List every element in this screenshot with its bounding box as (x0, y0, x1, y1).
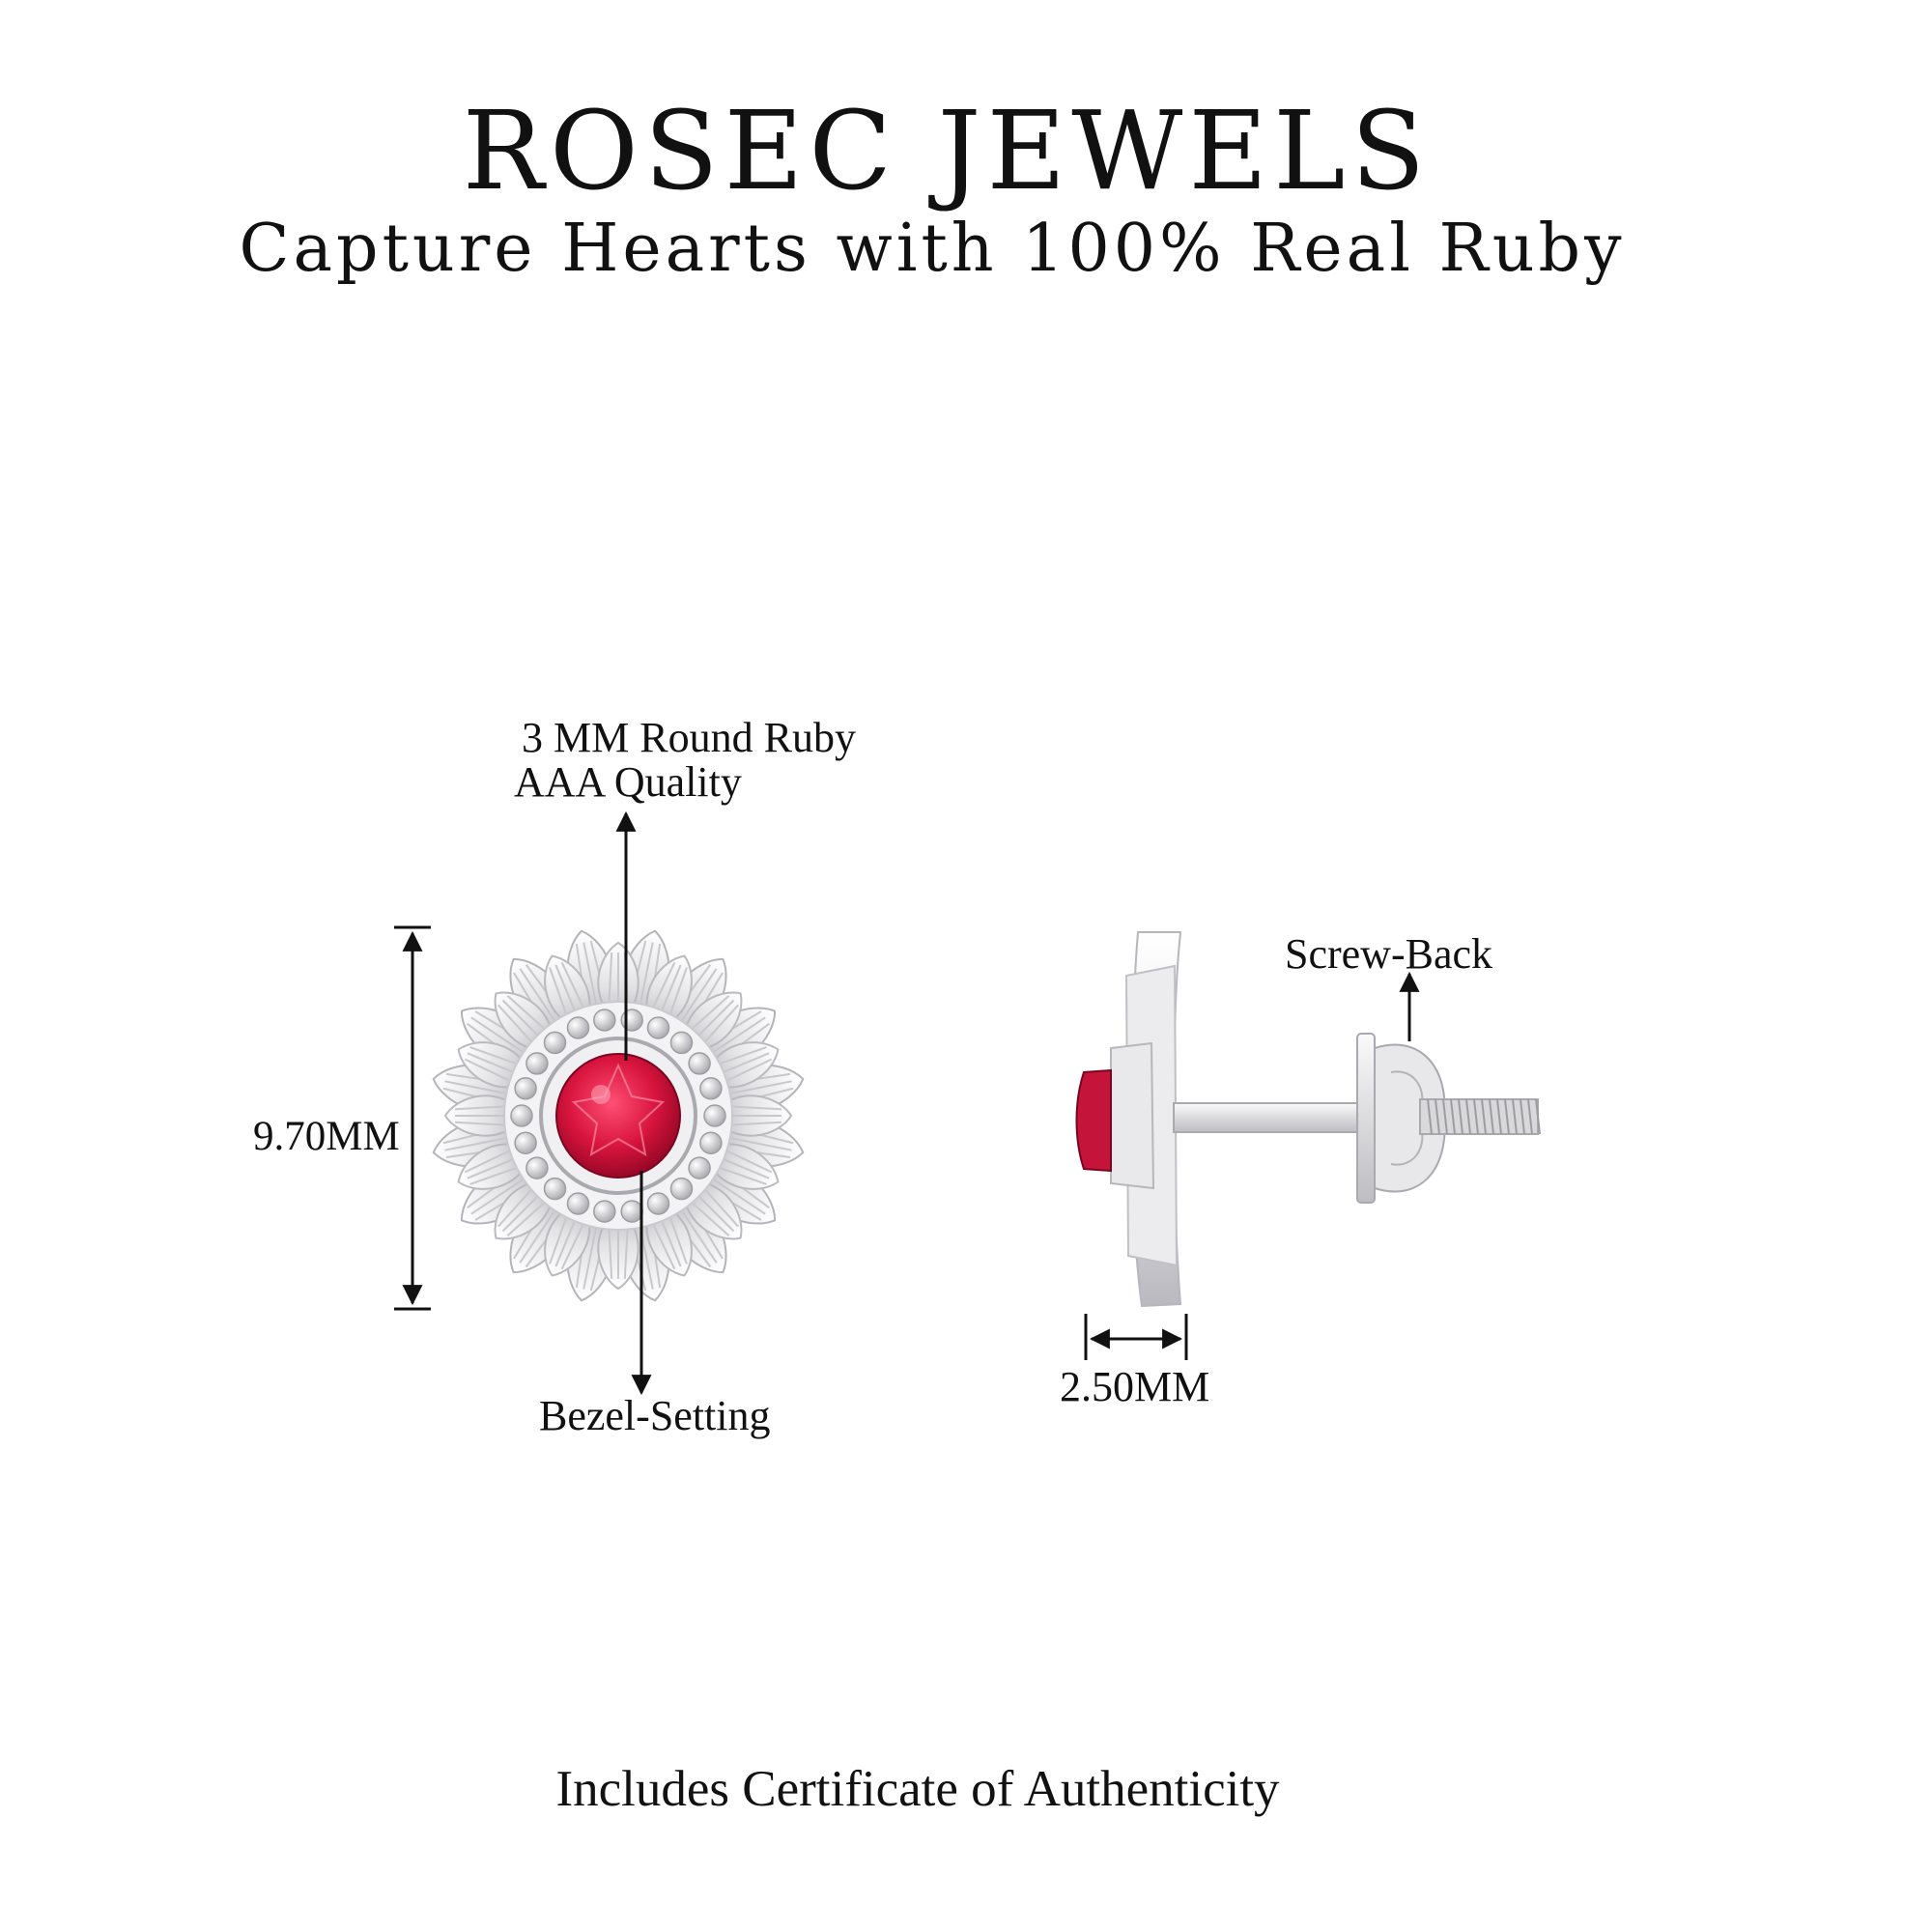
milgrain-bead (703, 1104, 726, 1127)
milgrain-bead (526, 1156, 549, 1179)
brand-title: ROSEC JEWELS (462, 89, 1432, 214)
flower-earring-front-view (432, 929, 805, 1302)
milgrain-bead (688, 1156, 711, 1179)
setting-label: Bezel-Setting (539, 1392, 771, 1439)
earring-side-view (1075, 931, 1541, 1308)
earring-post (1173, 1102, 1368, 1133)
milgrain-bead (688, 1052, 711, 1075)
milgrain-bead (543, 1031, 567, 1055)
back-type-label: Screw-Back (1285, 930, 1493, 978)
dimension-arrows (394, 810, 1420, 1396)
certificate-note: Includes Certificate of Authenticity (555, 1761, 1280, 1817)
milgrain-bead (620, 1200, 643, 1223)
milgrain-bead (646, 1192, 670, 1215)
milgrain-bead (514, 1077, 537, 1100)
tagline: Capture Hearts with 100% Real Ruby (239, 211, 1626, 287)
height-dimension-label: 9.70MM (253, 1114, 400, 1159)
gemstone-label: 3 MM Round Ruby (522, 714, 856, 761)
milgrain-bead (646, 1016, 670, 1039)
milgrain-bead (699, 1077, 723, 1100)
milgrain-bead (566, 1192, 590, 1215)
gemstone-quality-label: AAA Quality (514, 758, 742, 806)
milgrain-bead (699, 1131, 723, 1154)
milgrain-bead (526, 1052, 549, 1075)
ruby-gem-side (1075, 1068, 1112, 1173)
milgrain-bead (566, 1016, 590, 1039)
milgrain-bead (669, 1031, 694, 1055)
milgrain-bead (510, 1104, 533, 1127)
milgrain-bead (593, 1009, 616, 1032)
ruby-gem (555, 1053, 681, 1179)
milgrain-bead (514, 1131, 537, 1154)
milgrain-bead (669, 1177, 694, 1201)
milgrain-bead (543, 1177, 567, 1201)
milgrain-bead (593, 1200, 616, 1223)
depth-dimension-label: 2.50MM (1060, 1363, 1210, 1410)
screw-back-disc (1356, 1033, 1376, 1204)
